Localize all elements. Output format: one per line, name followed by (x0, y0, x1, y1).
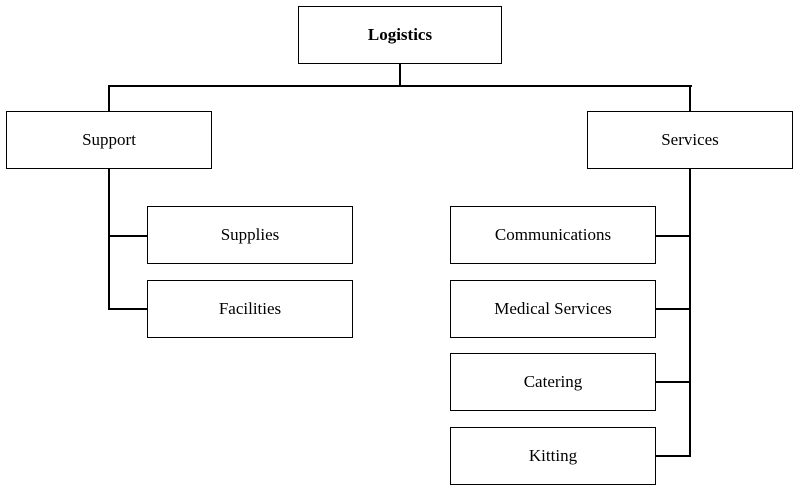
node-catering: Catering (450, 353, 656, 411)
connector-support-trunk (108, 168, 110, 310)
connector-services-catering (656, 381, 691, 383)
node-facilities: Facilities (147, 280, 353, 338)
node-communications: Communications (450, 206, 656, 264)
connector-to-services (689, 85, 691, 112)
connector-support-facilities (108, 308, 148, 310)
connector-top-bar (108, 85, 692, 87)
connector-support-supplies (108, 235, 148, 237)
node-services: Services (587, 111, 793, 169)
connector-services-trunk (689, 168, 691, 457)
connector-root-down (399, 64, 401, 87)
node-kitting: Kitting (450, 427, 656, 485)
connector-services-communications (656, 235, 691, 237)
node-support: Support (6, 111, 212, 169)
connector-to-support (108, 85, 110, 112)
node-logistics: Logistics (298, 6, 502, 64)
node-medical-services: Medical Services (450, 280, 656, 338)
connector-services-medical (656, 308, 691, 310)
node-supplies: Supplies (147, 206, 353, 264)
connector-services-kitting (656, 455, 691, 457)
